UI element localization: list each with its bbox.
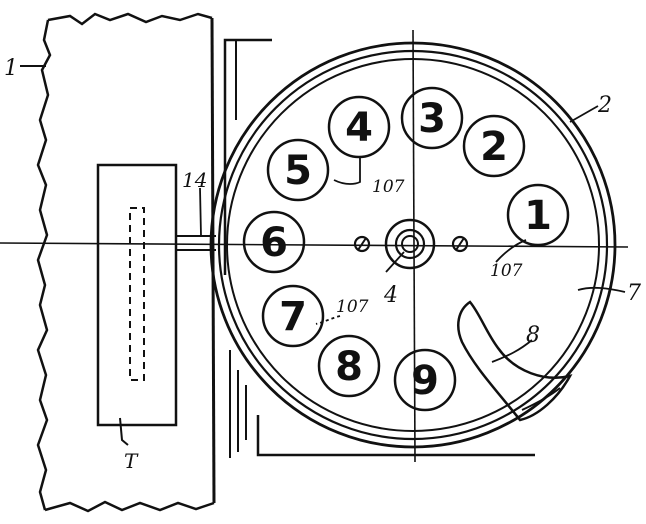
finger-hole-number-1: 1 [524, 193, 552, 239]
hub-inner [401, 235, 419, 253]
finger-hole-7 [261, 284, 325, 348]
box-t-label: T [124, 449, 139, 473]
finger-hole-6 [242, 210, 306, 274]
shaft-leader [199, 187, 202, 237]
disc-leader [569, 105, 599, 123]
contact-b-label: 107 [490, 261, 523, 281]
finger-hole-3 [400, 86, 464, 150]
finger-hole-9 [393, 348, 457, 412]
hub-leader [385, 251, 405, 273]
finger-hole-number-8: 8 [335, 344, 363, 390]
vertical-center-line [412, 29, 416, 463]
screw-left-slot [357, 237, 367, 251]
plate-label: 7 [627, 281, 641, 306]
finger-hole-number-4: 4 [345, 105, 373, 151]
shaft-label: 14 [182, 168, 207, 192]
contact-a-leader [333, 158, 361, 185]
hub-label: 4 [383, 283, 398, 308]
housing-top-edge [47, 12, 213, 26]
finger-hole-5 [266, 138, 330, 202]
hub-middle [394, 228, 426, 260]
finger-hole-1 [506, 183, 570, 247]
contact-a-label: 107 [372, 177, 405, 197]
housing-wall [36, 19, 52, 511]
housing-label: 1 [4, 56, 18, 81]
box-t-leader [119, 417, 129, 446]
housing-bottom-edge [44, 500, 215, 513]
contact-c-leader [315, 315, 341, 325]
finger-hole-number-2: 2 [480, 124, 508, 170]
plate-leader [577, 286, 626, 293]
finger-hole-number-7: 7 [279, 294, 307, 340]
finger-hole-number-9: 9 [411, 358, 439, 404]
finger-hole-4 [327, 95, 391, 159]
hub-outer [384, 218, 436, 270]
finger-stop [457, 300, 573, 422]
housing-right-edge [210, 17, 216, 504]
screw-left [353, 235, 371, 253]
finger-stop-edge [521, 387, 561, 411]
finger-hole-8 [317, 334, 381, 398]
finger-stop-leader [491, 339, 533, 363]
screw-right [451, 235, 469, 253]
finger-hole-number-3: 3 [418, 96, 446, 142]
box-t [96, 163, 178, 427]
horizontal-center-line [0, 242, 629, 248]
finger-hole-number-6: 6 [260, 220, 288, 266]
disc-label: 2 [597, 93, 612, 118]
contact-b-leader [495, 239, 527, 263]
dashed-slot [129, 207, 145, 381]
bracket-bottom [256, 415, 535, 457]
screw-right-slot [455, 237, 465, 251]
finger-hole-2 [462, 114, 526, 178]
finger-hole-number-5: 5 [284, 148, 312, 194]
finger-stop-label: 8 [526, 323, 540, 348]
contact-c-label: 107 [336, 297, 369, 317]
